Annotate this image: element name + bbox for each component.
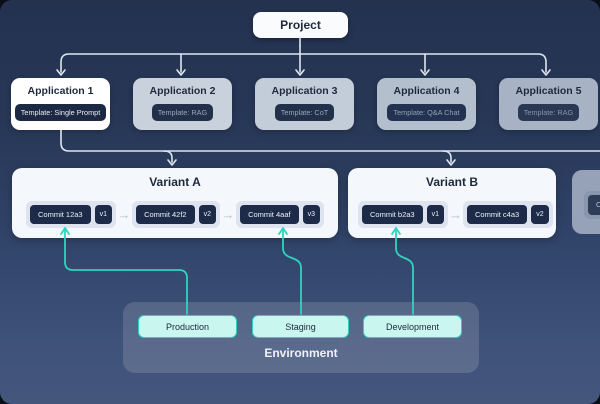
application-1-card: Application 1 Template: Single Prompt xyxy=(11,78,110,130)
variant-a-card: Variant A Commit 12a3 v1 → Commit 42f2 v… xyxy=(12,168,338,238)
environment-staging-label: Staging xyxy=(285,321,316,332)
commit-node: Commit xyxy=(588,195,600,215)
version-badge: v3 xyxy=(302,204,320,224)
application-1-template-badge: Template: Single Prompt xyxy=(14,103,107,121)
application-5-title: Application 5 xyxy=(515,85,582,97)
variant-card-partial: Commit xyxy=(572,170,600,234)
application-3-card: Application 3 Template: CoT xyxy=(255,78,354,130)
project-label: Project xyxy=(280,18,321,32)
environment-production: Production xyxy=(138,315,237,338)
application-1-title: Application 1 xyxy=(27,85,94,97)
commit-group: Commit c4a3 v2 xyxy=(463,200,553,228)
project-to-apps-connectors xyxy=(56,36,551,76)
project-node: Project xyxy=(253,12,348,38)
commit-node: Commit 12a3 xyxy=(30,204,91,224)
commit-group: Commit 12a3 v1 xyxy=(26,200,117,228)
version-badge: v2 xyxy=(531,204,549,224)
commit-group: Commit xyxy=(584,191,600,219)
commit-group: Commit b2a3 v1 xyxy=(358,200,449,228)
commit-flow-arrow-icon: → xyxy=(449,206,463,222)
environment-development: Development xyxy=(363,315,462,338)
variant-b-commit-row: Commit b2a3 v1 → Commit c4a3 v2 xyxy=(348,200,556,228)
environment-development-label: Development xyxy=(385,321,440,332)
variant-b-title: Variant B xyxy=(425,175,479,189)
commit-node: Commit 42f2 xyxy=(136,204,195,224)
application-4-title: Application 4 xyxy=(393,85,460,97)
version-badge: v1 xyxy=(94,204,113,224)
commit-flow-arrow-icon: → xyxy=(117,206,131,222)
environment-title: Environment xyxy=(264,346,338,360)
application-2-card: Application 2 Template: RAG xyxy=(133,78,232,130)
application-4-template-badge: Template: Q&A Chat xyxy=(387,103,466,121)
version-badge: v1 xyxy=(426,204,445,224)
environment-staging: Staging xyxy=(252,315,349,338)
application-4-card: Application 4 Template: Q&A Chat xyxy=(377,78,476,130)
commit-node: Commit 4aaf xyxy=(240,204,299,224)
application-5-card: Application 5 Template: RAG xyxy=(499,78,598,130)
commit-group: Commit 42f2 v2 xyxy=(132,200,220,228)
commit-node: Commit c4a3 xyxy=(467,204,528,224)
environment-production-label: Production xyxy=(165,321,210,332)
environment-panel: Production Staging Development Environme… xyxy=(123,302,479,373)
app-to-variants-connectors xyxy=(60,129,600,166)
variant-b-card: Variant B Commit b2a3 v1 → Commit c4a3 v… xyxy=(348,168,556,238)
variant-a-title: Variant A xyxy=(149,175,201,189)
application-3-title: Application 3 xyxy=(271,85,338,97)
variant-a-commit-row: Commit 12a3 v1 → Commit 42f2 v2 → Commit… xyxy=(12,200,338,228)
application-2-template-badge: Template: RAG xyxy=(151,103,214,121)
application-2-title: Application 2 xyxy=(149,85,216,97)
version-badge: v2 xyxy=(198,204,216,224)
commit-group: Commit 4aaf v3 xyxy=(236,200,324,228)
commit-flow-arrow-icon: → xyxy=(221,206,235,222)
application-3-template-badge: Template: CoT xyxy=(274,103,335,121)
application-5-template-badge: Template: RAG xyxy=(517,103,580,121)
commit-node: Commit b2a3 xyxy=(362,204,423,224)
